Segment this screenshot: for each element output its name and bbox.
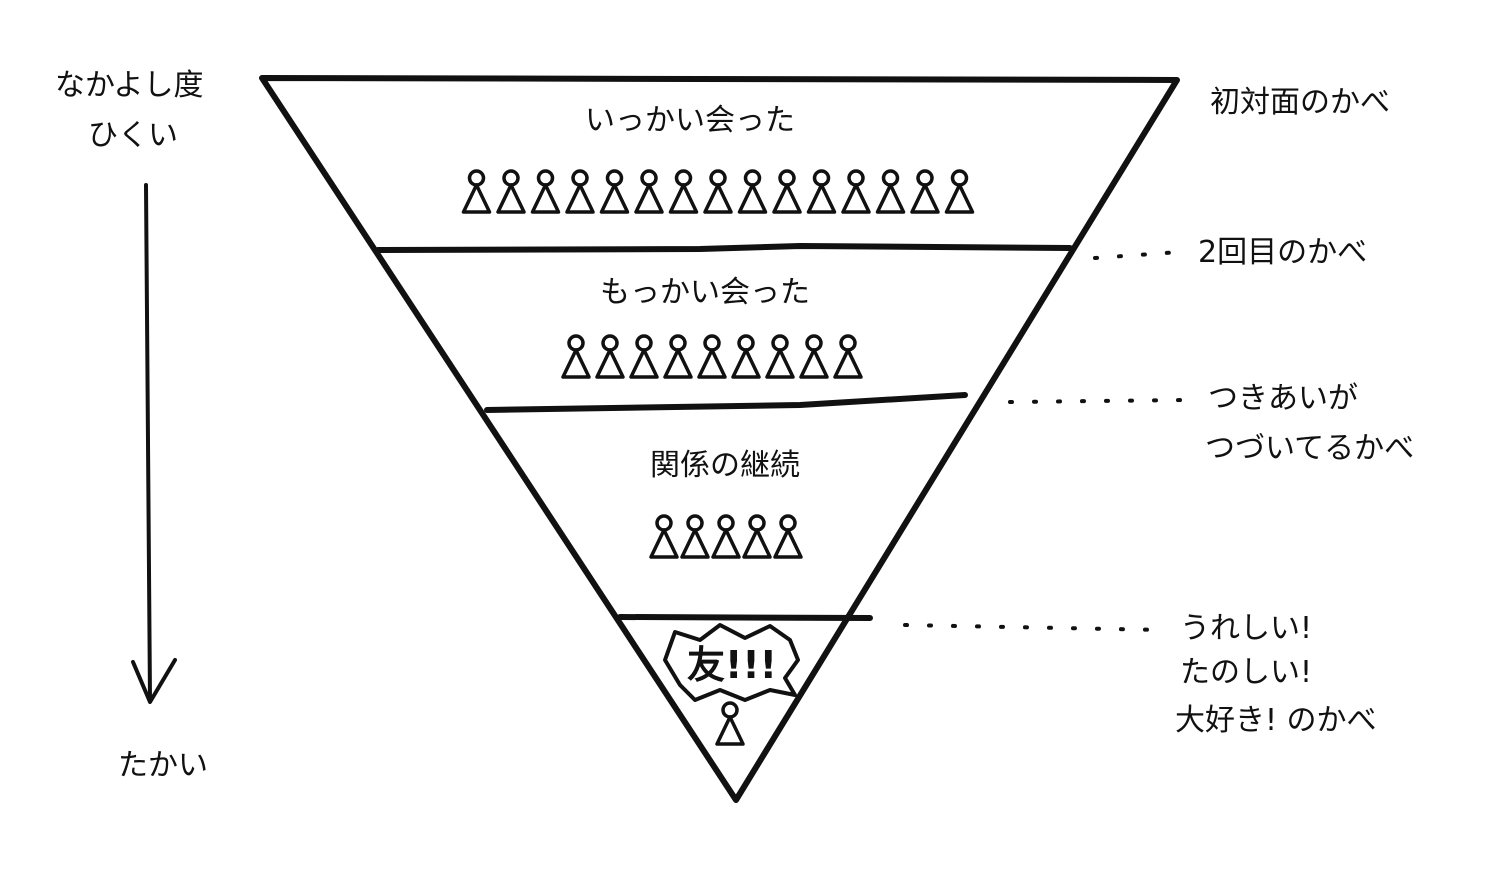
person-icon (561, 334, 591, 379)
person-icon (697, 334, 727, 379)
person-icon (737, 169, 768, 214)
person-icon (773, 514, 803, 559)
layer-label-4: 友!!! (687, 643, 777, 687)
wall-label-4c: 大好き! のかべ (1175, 703, 1377, 738)
person-icon (703, 169, 733, 214)
speech-burst (663, 623, 800, 702)
person-icon (599, 169, 630, 214)
wall-label-1: 初対面のかべ (1210, 85, 1390, 120)
person-icon (680, 514, 710, 559)
person-icon (663, 334, 693, 379)
layer-label-3: 関係の継続 (650, 448, 800, 483)
wall-label-3b: つづいてるかべ (1205, 431, 1414, 466)
arrow-shaft (144, 183, 152, 702)
person-icon (461, 169, 492, 214)
person-icon (765, 334, 795, 379)
person-icon (742, 514, 772, 559)
person-icon (875, 169, 906, 214)
person-icon (715, 701, 745, 746)
person-icon (496, 169, 526, 214)
funnel-triangle (259, 75, 1180, 803)
person-icon (595, 334, 625, 379)
arrow-head (131, 658, 177, 704)
person-icon (711, 514, 741, 559)
people-group (461, 169, 975, 746)
person-icon (731, 334, 761, 379)
person-icon (799, 334, 829, 379)
person-icon (649, 514, 679, 559)
axis-label-top: なかよし度 (55, 68, 204, 103)
divider-2 (484, 392, 968, 413)
person-icon (772, 169, 802, 214)
wall-label-4a: うれしい! (1180, 611, 1312, 646)
person-icon (530, 169, 561, 214)
divider-3 (617, 614, 873, 621)
person-icon (944, 169, 975, 214)
layer-label-1: いっかい会った (585, 103, 795, 138)
person-icon (668, 169, 699, 214)
person-icon (910, 169, 940, 214)
wall-label-2: 2回目のかべ (1198, 235, 1367, 270)
dotted-leader-2 (1093, 250, 1182, 260)
wall-label-3a: つきあいが (1208, 381, 1358, 416)
wall-label-4b: たのしい! (1180, 655, 1312, 690)
dotted-leader-4 (903, 623, 1167, 632)
axis-label-low: ひくい (88, 118, 178, 153)
person-icon (806, 169, 837, 214)
person-icon (841, 169, 871, 214)
person-icon (629, 334, 659, 379)
layer-label-2: もっかい会った (600, 275, 810, 310)
person-icon (833, 334, 863, 379)
person-icon (634, 169, 664, 214)
divider-1 (375, 243, 1073, 253)
dotted-leader-3 (1008, 398, 1187, 404)
axis-label-high: たかい (118, 748, 208, 783)
person-icon (565, 169, 595, 214)
